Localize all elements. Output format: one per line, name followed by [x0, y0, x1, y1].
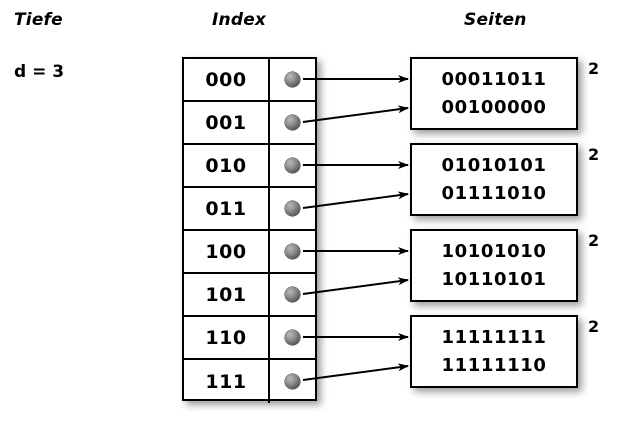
- index-key: 110: [184, 317, 270, 358]
- pointer-dot-icon: [285, 115, 300, 130]
- index-key: 100: [184, 231, 270, 272]
- index-pointer-cell[interactable]: [270, 317, 315, 358]
- page-bucket[interactable]: 11111111 11111110: [410, 315, 578, 388]
- index-row[interactable]: 001: [184, 102, 315, 145]
- index-key: 111: [184, 360, 270, 403]
- index-key: 010: [184, 145, 270, 186]
- index-row[interactable]: 100: [184, 231, 315, 274]
- index-key: 101: [184, 274, 270, 315]
- index-pointer-cell[interactable]: [270, 102, 315, 143]
- index-row[interactable]: 101: [184, 274, 315, 317]
- index-pointer-cell[interactable]: [270, 188, 315, 229]
- index-key: 011: [184, 188, 270, 229]
- index-pointer-cell[interactable]: [270, 231, 315, 272]
- local-depth-label: 2: [588, 231, 600, 250]
- page-record: 10110101: [441, 268, 547, 290]
- index-directory-table: 000 001 010 011 100: [182, 57, 317, 403]
- index-pointer-cell[interactable]: [270, 59, 315, 100]
- index-row[interactable]: 000: [184, 59, 315, 102]
- page-record: 00011011: [441, 68, 547, 90]
- page-bucket[interactable]: 01010101 01111010: [410, 143, 578, 216]
- index-pointer-cell[interactable]: [270, 145, 315, 186]
- column-header-pages: Seiten: [464, 10, 527, 30]
- pointer-dot-icon: [285, 330, 300, 345]
- pointer-dot-icon: [285, 244, 300, 259]
- page-bucket[interactable]: 00011011 00100000: [410, 57, 578, 130]
- index-pointer-cell[interactable]: [270, 360, 315, 403]
- page-record: 11111111: [441, 326, 547, 348]
- column-header-depth: Tiefe: [14, 10, 63, 30]
- pointer-dot-icon: [285, 158, 300, 173]
- index-row[interactable]: 011: [184, 188, 315, 231]
- page-record: 00100000: [441, 96, 547, 118]
- pointer-arrow: [302, 191, 409, 209]
- local-depth-label: 2: [588, 59, 600, 78]
- pointer-arrow: [302, 277, 409, 295]
- pointer-dot-icon: [285, 374, 300, 389]
- page-record: 01111010: [441, 182, 547, 204]
- pointer-arrow: [302, 105, 409, 123]
- pointer-dot-icon: [285, 201, 300, 216]
- index-key: 001: [184, 102, 270, 143]
- index-row[interactable]: 110: [184, 317, 315, 360]
- global-depth-label: d = 3: [14, 62, 65, 82]
- local-depth-label: 2: [588, 145, 600, 164]
- pointer-dot-icon: [285, 287, 300, 302]
- local-depth-label: 2: [588, 317, 600, 336]
- pointer-dot-icon: [285, 72, 300, 87]
- page-record: 10101010: [441, 240, 547, 262]
- page-bucket[interactable]: 10101010 10110101: [410, 229, 578, 302]
- index-row[interactable]: 010: [184, 145, 315, 188]
- page-record: 01010101: [441, 154, 547, 176]
- pointer-arrow: [302, 363, 409, 381]
- index-key: 000: [184, 59, 270, 100]
- index-pointer-cell[interactable]: [270, 274, 315, 315]
- column-header-index: Index: [212, 10, 267, 30]
- page-record: 11111110: [441, 354, 547, 376]
- index-row[interactable]: 111: [184, 360, 315, 403]
